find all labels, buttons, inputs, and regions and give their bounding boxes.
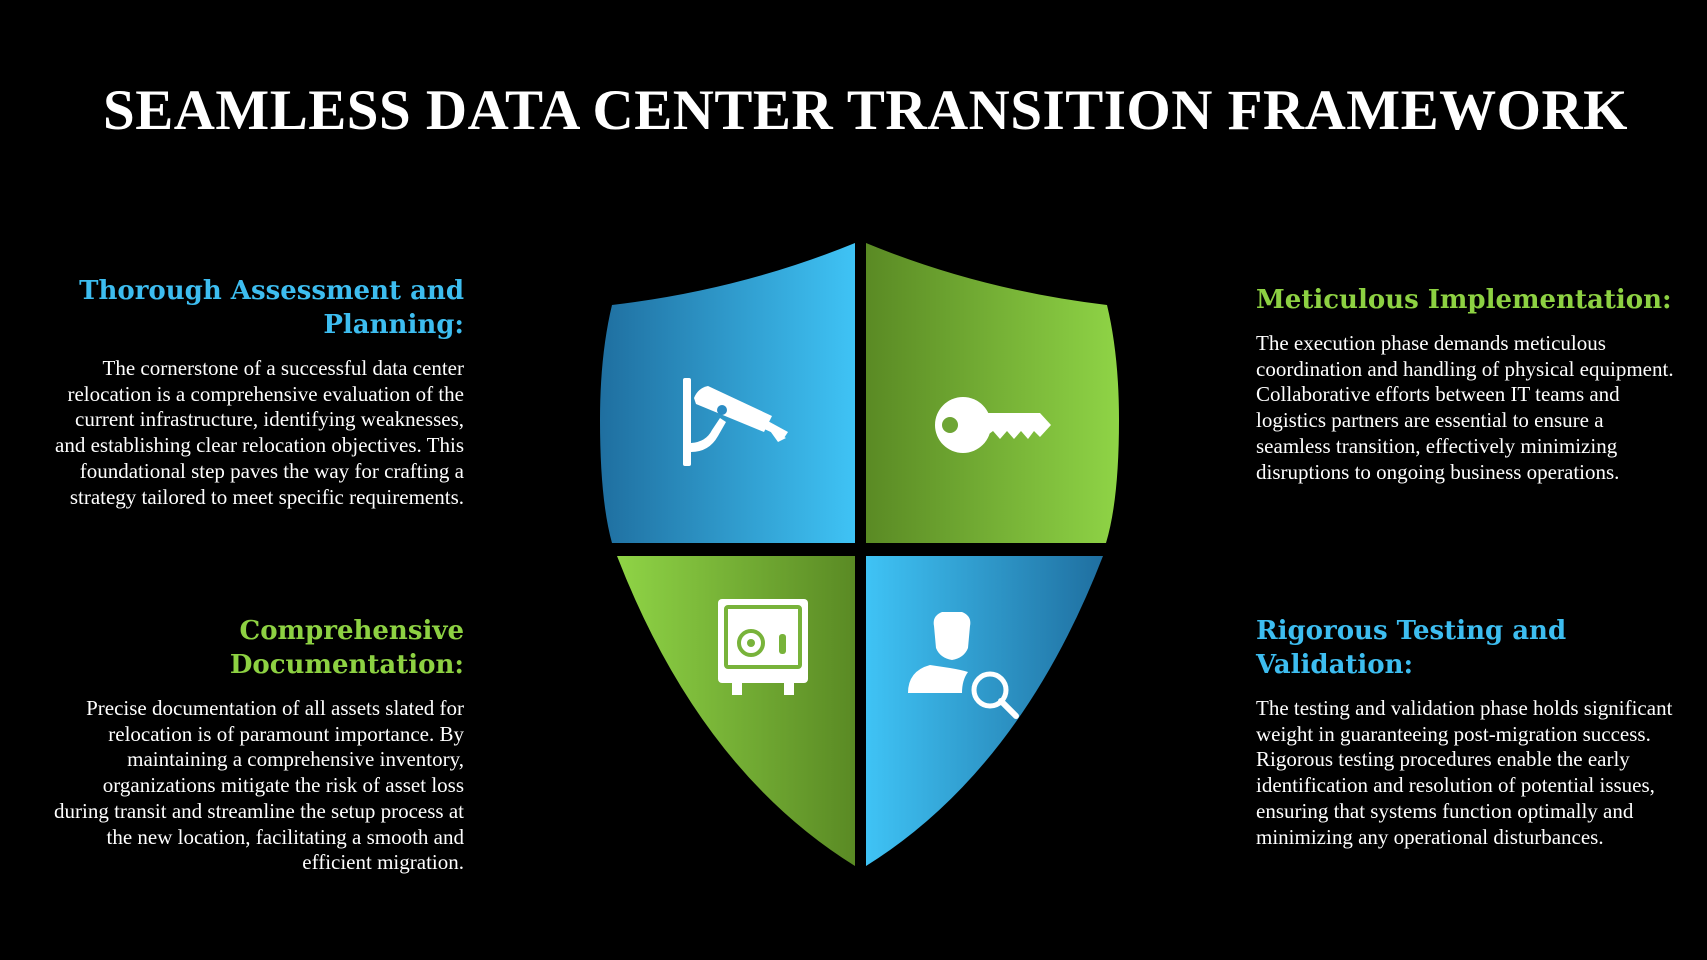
shield-quadrant-bottom-right	[866, 556, 1103, 866]
shield-diagram	[600, 243, 1119, 866]
section-heading: Comprehensive Documentation:	[229, 616, 464, 680]
section-body: The execution phase demands meticulous c…	[1256, 331, 1674, 484]
section-assessment-planning: Thorough Assessment and Planning: The co…	[44, 274, 464, 510]
safe-icon	[718, 599, 808, 695]
section-body: The cornerstone of a successful data cen…	[55, 356, 464, 509]
section-documentation: Comprehensive Documentation: Precise doc…	[44, 614, 464, 876]
section-implementation: Meticulous Implementation: The execution…	[1256, 283, 1676, 485]
user-search-icon	[908, 612, 1019, 719]
key-icon	[935, 397, 1051, 453]
shield-quadrant-top-right	[866, 243, 1119, 543]
security-camera-icon	[683, 378, 788, 466]
section-testing-validation: Rigorous Testing and Validation: The tes…	[1256, 614, 1676, 850]
section-heading: Rigorous Testing and Validation:	[1256, 616, 1567, 680]
section-body: The testing and validation phase holds s…	[1256, 696, 1673, 849]
section-heading: Thorough Assessment and Planning:	[79, 276, 464, 340]
section-heading: Meticulous Implementation:	[1256, 285, 1672, 315]
section-body: Precise documentation of all assets slat…	[54, 696, 464, 875]
page-title: SEAMLESS DATA CENTER TRANSITION FRAMEWOR…	[103, 79, 1628, 142]
shield-quadrant-top-left	[600, 243, 855, 543]
